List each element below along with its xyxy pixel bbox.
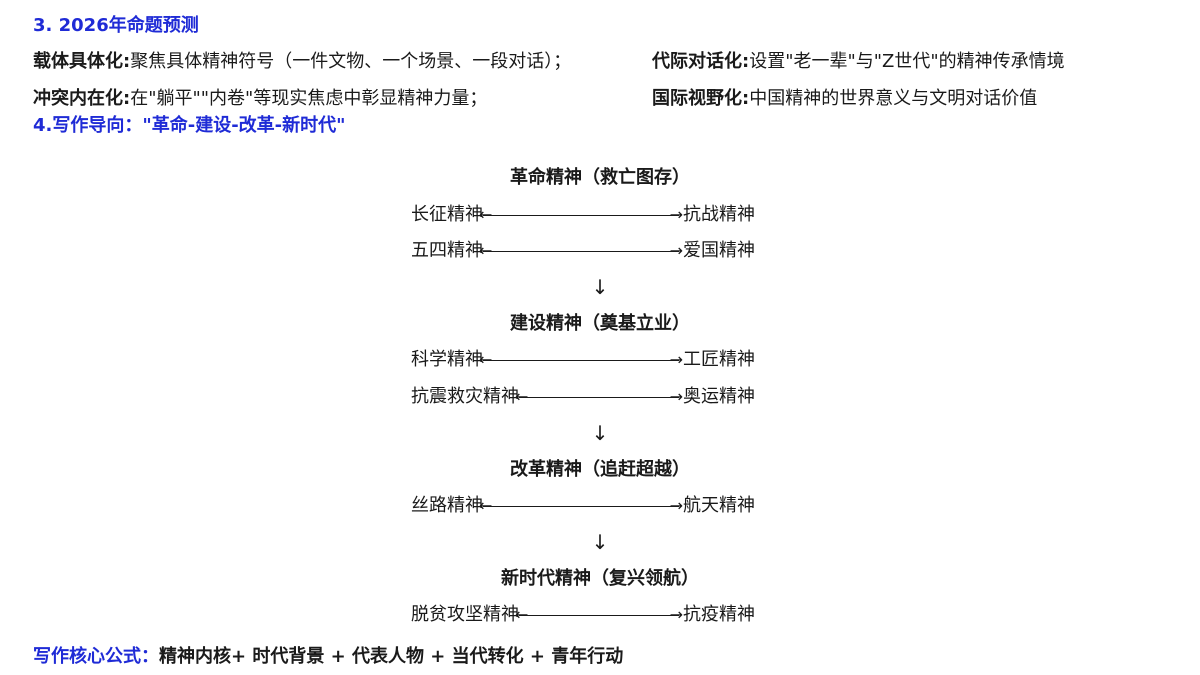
pair-right: 工匠精神	[683, 349, 755, 370]
down-arrow-icon: ↓	[591, 275, 609, 299]
pair-right: 爱国精神	[683, 240, 755, 261]
double-arrow: ← →	[515, 604, 683, 626]
writing-formula: 写作核心公式：精神内核+ 时代背景 + 代表人物 + 当代转化 + 青年行动	[33, 646, 623, 668]
right-arrowhead-icon: →	[669, 496, 683, 515]
pair-row: 抗震救灾精神 ← → 奥运精神	[411, 386, 755, 408]
pair-left: 长征精神	[411, 204, 483, 225]
pair-right: 抗疫精神	[683, 604, 755, 625]
pair-left: 丝路精神	[411, 495, 483, 516]
pair-left: 脱贫攻坚精神	[411, 604, 519, 625]
double-arrow: ← →	[479, 349, 683, 371]
right-arrowhead-icon: →	[669, 205, 683, 224]
right-arrowhead-icon: →	[669, 387, 683, 406]
pair-row: 五四精神 ← → 爱国精神	[411, 240, 755, 262]
pair-row: 脱贫攻坚精神 ← → 抗疫精神	[411, 604, 755, 626]
intergenerational-text: 设置"老一辈"与"Z世代"的精神传承情境	[749, 51, 1065, 72]
prediction-row-1-right: 代际对话化:设置"老一辈"与"Z世代"的精神传承情境	[652, 51, 1065, 73]
pair-right: 奥运精神	[683, 386, 755, 407]
pair-row: 丝路精神 ← → 航天精神	[411, 495, 755, 517]
left-arrowhead-icon: ←	[515, 387, 529, 406]
double-arrow: ← →	[479, 204, 683, 226]
carrier-text: 聚焦具体精神符号（一件文物、一个场景、一段对话）；	[130, 51, 572, 72]
prediction-row-2-left: 冲突内在化:在"躺平""内卷"等现实焦虑中彰显精神力量；	[33, 88, 487, 110]
right-arrowhead-icon: →	[669, 605, 683, 624]
left-arrowhead-icon: ←	[479, 205, 493, 224]
pair-left: 抗震救灾精神	[411, 386, 519, 407]
formula-text: 精神内核+ 时代背景 + 代表人物 + 当代转化 + 青年行动	[159, 646, 624, 667]
right-arrowhead-icon: →	[669, 350, 683, 369]
formula-label: 写作核心公式：	[33, 646, 159, 667]
stage-title-new-era: 新时代精神（复兴领航）	[501, 568, 699, 589]
pair-row: 科学精神 ← → 工匠精神	[411, 349, 755, 371]
stage-title-construction: 建设精神（奠基立业）	[510, 313, 690, 334]
international-label: 国际视野化:	[652, 88, 750, 109]
section-3-heading: 3. 2026年命题预测	[33, 15, 199, 36]
right-arrowhead-icon: →	[669, 241, 683, 260]
double-arrow: ← →	[479, 240, 683, 262]
prediction-row-2-right: 国际视野化:中国精神的世界意义与文明对话价值	[652, 88, 1037, 110]
left-arrowhead-icon: ←	[515, 605, 529, 624]
left-arrowhead-icon: ←	[479, 350, 493, 369]
intergenerational-label: 代际对话化:	[652, 51, 750, 72]
pair-right: 航天精神	[683, 495, 755, 516]
stage-title-revolution: 革命精神（救亡图存）	[510, 167, 690, 188]
carrier-label: 载体具体化:	[33, 51, 131, 72]
pair-right: 抗战精神	[683, 204, 755, 225]
pair-left: 科学精神	[411, 349, 483, 370]
conflict-label: 冲突内在化:	[33, 88, 131, 109]
pair-row: 长征精神 ← → 抗战精神	[411, 204, 755, 226]
double-arrow: ← →	[479, 495, 683, 517]
left-arrowhead-icon: ←	[479, 496, 493, 515]
stage-title-reform: 改革精神（追赶超越）	[510, 459, 690, 480]
left-arrowhead-icon: ←	[479, 241, 493, 260]
double-arrow: ← →	[515, 386, 683, 408]
conflict-text: 在"躺平""内卷"等现实焦虑中彰显精神力量；	[130, 88, 488, 109]
pair-left: 五四精神	[411, 240, 483, 261]
down-arrow-icon: ↓	[591, 530, 609, 554]
prediction-row-1-left: 载体具体化:聚焦具体精神符号（一件文物、一个场景、一段对话）；	[33, 51, 571, 73]
international-text: 中国精神的世界意义与文明对话价值	[749, 88, 1038, 109]
section-4-heading: 4.写作导向："革命-建设-改革-新时代"	[33, 115, 346, 136]
down-arrow-icon: ↓	[591, 421, 609, 445]
